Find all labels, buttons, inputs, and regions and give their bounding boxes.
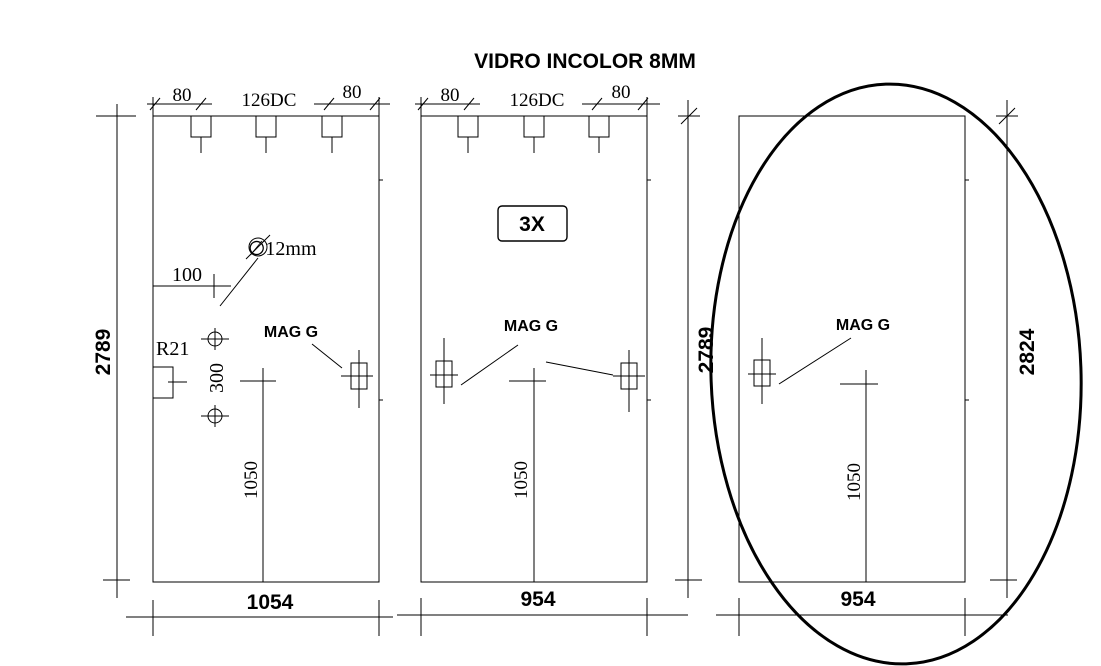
- panel-2-width-dimension: 954: [397, 588, 688, 636]
- panel-1-radius-notch: R21: [153, 338, 189, 399]
- panel-1-width-dimension: 1054: [126, 591, 393, 636]
- panel-2-mag-label: MAG G: [504, 318, 558, 335]
- panel-1-top-center: 126DC: [242, 90, 297, 111]
- panel-3-mag-label: MAG G: [836, 317, 890, 334]
- panel-3-handle-height-label: 1050: [844, 463, 865, 501]
- panel-3-height-label: 2824: [1016, 328, 1039, 375]
- panel-1-top-left-gap: 80: [173, 85, 192, 106]
- panel-2-top-dimension: 80 126DC 80: [415, 82, 660, 116]
- panel-1-hole-diameter-note: ∅12mm: [219, 234, 317, 307]
- panel-3-mag-hardware: MAG G: [748, 317, 890, 404]
- panel-1-hole-spacing-label: 300: [206, 363, 228, 393]
- panel-1-handle-height-label: 1050: [241, 461, 262, 499]
- panel-2-top-right-gap: 80: [612, 82, 631, 103]
- panel-1: 2789 80 126DC 80: [92, 82, 393, 636]
- panel-1-mag-label: MAG G: [264, 324, 318, 341]
- panel-3-handle-height: 1050: [840, 370, 878, 582]
- panel-1-height-dimension: 2789: [92, 104, 136, 598]
- panel-2-height-label: 2789: [695, 327, 718, 374]
- panel-3-width-label: 954: [840, 588, 875, 611]
- panel-1-offset-label: 100: [172, 264, 202, 286]
- panel-3-height-dimension: 2824: [990, 100, 1039, 598]
- panel-2-handle-height-label: 1050: [511, 461, 532, 499]
- highlight-ellipse: [709, 82, 1083, 666]
- panel-1-hole-diameter-label: ∅12mm: [248, 238, 317, 260]
- panel-3: MAG G 1050 2824 954: [716, 100, 1039, 636]
- panel-2-width-label: 954: [520, 588, 555, 611]
- panel-2-handle-height: 1050: [509, 368, 546, 582]
- panel-3-width-dimension: 954: [716, 588, 1008, 636]
- panel-1-handle-height: 1050: [240, 368, 276, 582]
- panel-1-holes: 300: [201, 328, 229, 427]
- drawing-title: VIDRO INCOLOR 8MM: [474, 50, 696, 73]
- panel-1-mag-hardware: MAG G: [264, 324, 373, 408]
- panel-2-top-center: 126DC: [510, 90, 565, 111]
- panel-1-width-label: 1054: [247, 591, 294, 614]
- panel-2-top-notches: [457, 115, 610, 153]
- panel-1-top-dimension: 80 126DC 80: [147, 82, 390, 116]
- panel-1-radius-label: R21: [156, 338, 189, 360]
- panel-3-outline: [738, 115, 966, 583]
- panel-2-quantity-label: 3X: [519, 213, 545, 236]
- panel-2-quantity-badge: 3X: [497, 205, 568, 242]
- panel-2-top-left-gap: 80: [441, 85, 460, 106]
- panel-2-mag-hardware: MAG G: [430, 318, 645, 412]
- panel-2: 80 126DC 80 3X MAG G: [397, 82, 718, 636]
- panel-1-offset-dimension: 100: [153, 264, 231, 298]
- panel-1-height-label: 2789: [92, 329, 115, 376]
- panel-1-top-notches: [190, 115, 343, 153]
- panel-1-top-right-gap: 80: [343, 82, 362, 103]
